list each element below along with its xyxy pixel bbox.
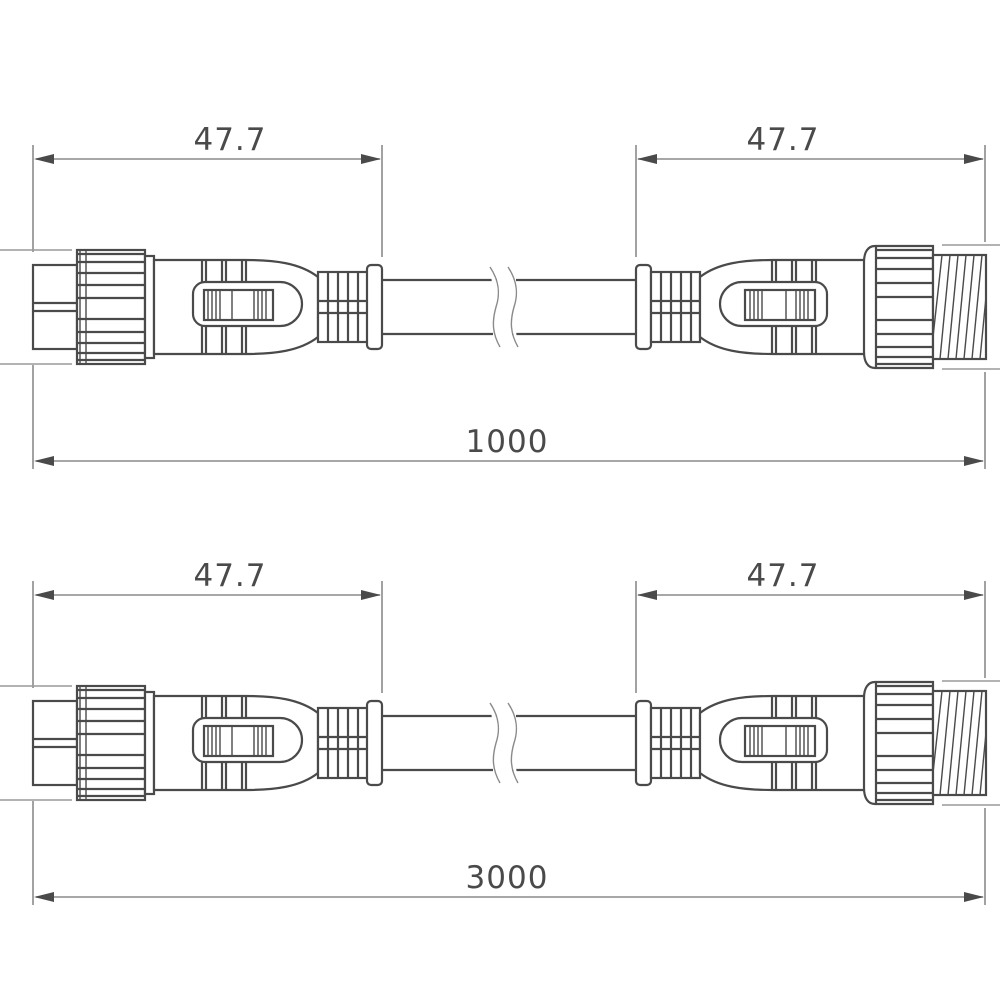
cable-with-break [380,701,638,785]
right-connector-dimension-label: 47.7 [746,122,819,158]
right-connector-dimension-label: 47.7 [746,558,819,594]
drawing-cable-3000: 47.7 47.7 3000 [0,558,1000,906]
left-connector-dimension-label: 47.7 [193,558,266,594]
female-connector [0,248,384,366]
drawing-cable-1000: 47.7 47.7 1000 [0,122,1000,470]
male-threaded-connector [634,679,1000,807]
male-threaded-connector [634,243,1000,371]
cable-with-break [380,265,638,349]
total-length-label: 1000 [466,424,549,460]
female-connector [0,684,384,802]
total-length-label: 3000 [466,860,549,896]
left-connector-dimension-label: 47.7 [193,122,266,158]
